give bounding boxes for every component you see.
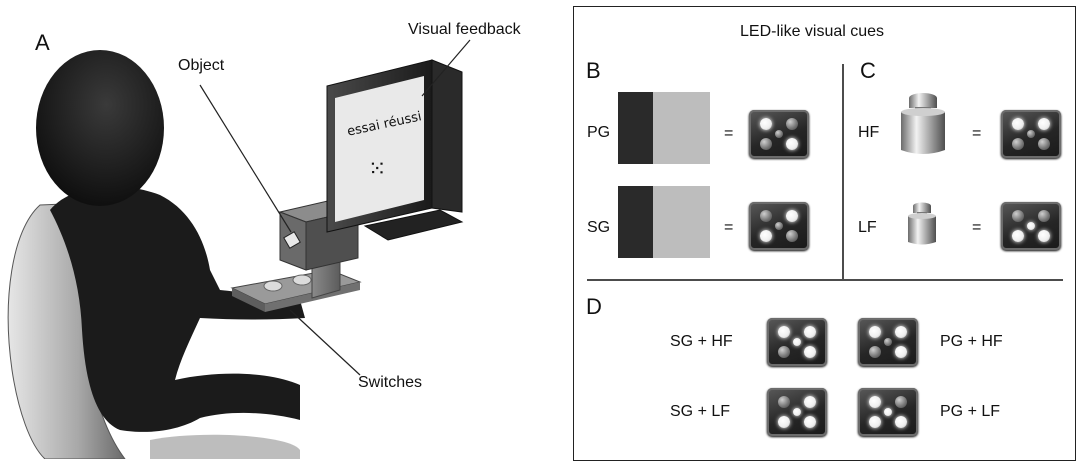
person-body bbox=[50, 186, 305, 432]
led-tr bbox=[804, 396, 816, 408]
led-tr bbox=[1038, 118, 1050, 130]
led-tr bbox=[804, 326, 816, 338]
led-tl bbox=[869, 326, 881, 338]
led-br bbox=[1038, 230, 1050, 242]
grip-sg-label: SG bbox=[587, 219, 611, 236]
switch-left bbox=[263, 280, 283, 292]
led-bl bbox=[869, 416, 881, 428]
led-bl bbox=[760, 138, 772, 150]
cue-pg-lf bbox=[858, 388, 918, 436]
led-bl bbox=[1012, 138, 1024, 150]
led-bl bbox=[1012, 230, 1024, 242]
led-tr bbox=[786, 118, 798, 130]
led-tl bbox=[778, 396, 790, 408]
panel-dividers bbox=[587, 64, 1063, 281]
led-tr bbox=[1038, 210, 1050, 222]
cue-pg-hf bbox=[858, 318, 918, 366]
led-tr bbox=[895, 326, 907, 338]
callout-line-object bbox=[199, 84, 292, 233]
cue-sg bbox=[749, 202, 809, 250]
panel-d-label: D bbox=[586, 294, 602, 319]
monitor-screen bbox=[335, 76, 424, 222]
precision-grip-photo bbox=[618, 92, 710, 164]
cue-lf bbox=[1001, 202, 1061, 250]
equals-sign: = bbox=[724, 125, 734, 142]
cue-hf bbox=[1001, 110, 1061, 158]
equals-sign: = bbox=[724, 219, 734, 236]
led-tl bbox=[1012, 118, 1024, 130]
led-tl bbox=[760, 118, 772, 130]
person-head bbox=[36, 50, 164, 206]
led-bl bbox=[778, 416, 790, 428]
combo-sg-lf-label: SG + LF bbox=[670, 403, 731, 420]
panel-a-label: A bbox=[35, 30, 50, 55]
led-center bbox=[793, 408, 801, 416]
light-weight bbox=[908, 202, 936, 245]
led-center bbox=[775, 130, 783, 138]
led-center bbox=[1027, 222, 1035, 230]
chair-seat bbox=[150, 434, 300, 459]
combo-sg-hf-label: SG + HF bbox=[670, 333, 733, 350]
led-tr bbox=[895, 396, 907, 408]
callout-line-switches bbox=[289, 309, 361, 376]
object bbox=[283, 231, 301, 249]
led-br bbox=[804, 416, 816, 428]
led-center bbox=[793, 338, 801, 346]
callout-line-feedback bbox=[421, 39, 471, 97]
led-br bbox=[1038, 138, 1050, 150]
side-grip-photo bbox=[618, 186, 710, 258]
grip-pg-label: PG bbox=[587, 124, 611, 141]
led-tl bbox=[778, 326, 790, 338]
heavy-weight bbox=[901, 93, 945, 154]
setup-scene bbox=[7, 39, 471, 459]
led-br bbox=[786, 138, 798, 150]
led-br bbox=[786, 230, 798, 242]
callout-object: Object bbox=[178, 57, 225, 74]
cues-title: LED-like visual cues bbox=[740, 23, 885, 40]
led-bl bbox=[869, 346, 881, 358]
led-center bbox=[884, 408, 892, 416]
force-lf-label: LF bbox=[858, 219, 877, 236]
monitor-stand bbox=[363, 209, 464, 241]
cue-pg bbox=[749, 110, 809, 158]
force-hf-label: HF bbox=[858, 124, 880, 141]
equals-sign: = bbox=[972, 219, 982, 236]
led-tl bbox=[1012, 210, 1024, 222]
led-br bbox=[895, 416, 907, 428]
cue-sg-lf bbox=[767, 388, 827, 436]
equals-sign: = bbox=[972, 125, 982, 142]
combo-pg-lf-label: PG + LF bbox=[940, 403, 1001, 420]
led-tr bbox=[786, 210, 798, 222]
led-center bbox=[1027, 130, 1035, 138]
monitor-cue-dots: ⁙ bbox=[368, 156, 387, 181]
led-bl bbox=[778, 346, 790, 358]
callout-visual-feedback: Visual feedback bbox=[408, 21, 521, 38]
led-bl bbox=[760, 230, 772, 242]
panel-b-label: B bbox=[586, 58, 601, 83]
led-center bbox=[884, 338, 892, 346]
led-tl bbox=[760, 210, 772, 222]
led-br bbox=[804, 346, 816, 358]
cue-sg-hf bbox=[767, 318, 827, 366]
switch-right bbox=[292, 274, 312, 286]
led-center bbox=[775, 222, 783, 230]
led-tl bbox=[869, 396, 881, 408]
callout-switches: Switches bbox=[358, 374, 423, 391]
panel-c-label: C bbox=[860, 58, 876, 83]
combo-pg-hf-label: PG + HF bbox=[940, 333, 1003, 350]
led-br bbox=[895, 346, 907, 358]
